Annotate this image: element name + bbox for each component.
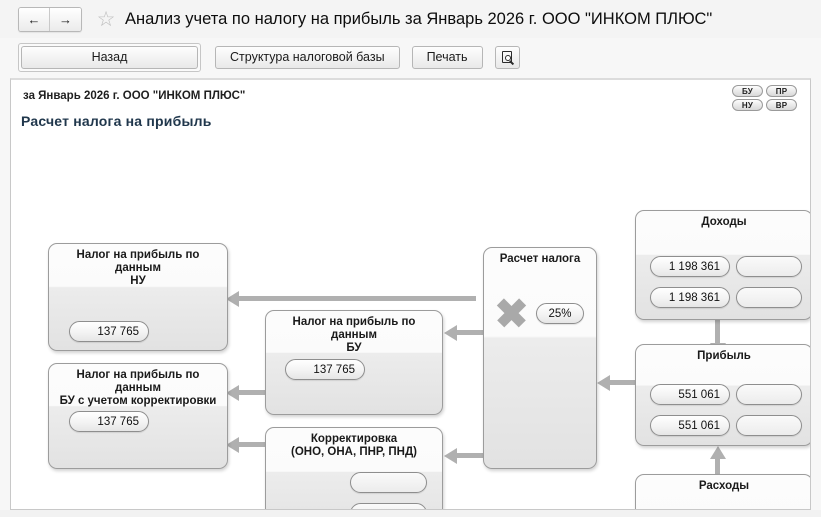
- multiply-icon: [496, 298, 526, 328]
- node-tax-nu-title-line1: Налог на прибыль по данным: [76, 249, 200, 274]
- back-button-group: Назад: [18, 42, 201, 72]
- node-tax-bu-title: Налог на прибыль по данным БУ: [266, 311, 442, 359]
- node-correction-title-line1: Корректировка: [310, 433, 398, 445]
- pill-profit-empty-2[interactable]: [736, 415, 802, 436]
- pill-income-empty-1[interactable]: [736, 256, 802, 277]
- node-tax-nu-title: Налог на прибыль по данным НУ: [49, 244, 227, 292]
- page-title: Анализ учета по налогу на прибыль за Янв…: [125, 9, 713, 28]
- node-expenses-title: Расходы: [698, 480, 750, 492]
- node-correction-title: Корректировка (ОНО, ОНА, ПНР, ПНД): [266, 428, 442, 463]
- node-profit-title: Прибыль: [697, 350, 751, 362]
- back-button[interactable]: Назад: [21, 45, 198, 69]
- pill-income-value-1[interactable]: 1 198 361: [650, 256, 730, 277]
- arrow-calc-to-tax-nu: [226, 290, 476, 307]
- favorite-star-icon[interactable]: ☆: [96, 7, 116, 31]
- report-panel: за Январь 2026 г. ООО "ИНКОМ ПЛЮС" Расче…: [10, 78, 811, 510]
- window-bottom-strip: [0, 510, 821, 517]
- report-period-label: за Январь 2026 г. ООО "ИНКОМ ПЛЮС": [23, 90, 246, 102]
- pill-income-value-2[interactable]: 1 198 361: [650, 287, 730, 308]
- node-tax-calc[interactable]: Расчет налога 25%: [483, 247, 597, 469]
- legend-badges: БУ ПР НУ ВР: [732, 85, 800, 111]
- node-correction[interactable]: Корректировка (ОНО, ОНА, ПНР, ПНД): [265, 427, 443, 509]
- node-tax-bu-corrected-title-line1: Налог на прибыль по данным: [76, 369, 200, 394]
- pill-tax-bu-value[interactable]: 137 765: [285, 359, 365, 380]
- navigation-buttons: ← →: [18, 6, 82, 32]
- node-tax-bu-title-line1: Налог на прибыль по данным: [292, 316, 416, 341]
- node-tax-calc-title: Расчет налога: [499, 253, 581, 265]
- pill-tax-rate[interactable]: 25%: [536, 303, 584, 324]
- node-tax-bu-corrected-title: Налог на прибыль по данным БУ с учетом к…: [49, 364, 227, 412]
- pill-profit-value-2[interactable]: 551 061: [650, 415, 730, 436]
- arrow-expenses-to-profit: [709, 446, 726, 484]
- badge-bu[interactable]: БУ: [732, 85, 763, 97]
- node-tax-nu[interactable]: Налог на прибыль по данным НУ 137 765: [48, 243, 228, 351]
- badge-nu[interactable]: НУ: [732, 99, 763, 111]
- pill-correction-2[interactable]: [350, 503, 427, 509]
- print-button[interactable]: Печать: [411, 45, 483, 69]
- node-expenses[interactable]: Расходы 647 300 647 300: [635, 474, 810, 509]
- node-tax-bu-corrected-title-line2: БУ с учетом корректировки: [59, 395, 217, 407]
- pill-profit-empty-1[interactable]: [736, 384, 802, 405]
- toolbar: Назад Структура налоговой базы Печать: [0, 40, 821, 74]
- node-tax-bu-title-line2: БУ: [346, 342, 362, 354]
- node-income[interactable]: Доходы 1 198 361 1 198 361: [635, 210, 810, 320]
- arrow-correction-to-corrected: [226, 436, 276, 453]
- badge-pr[interactable]: ПР: [766, 85, 797, 97]
- arrow-calc-to-tax-bu: [444, 324, 484, 341]
- print-preview-button[interactable]: [494, 45, 520, 69]
- pill-tax-nu-value[interactable]: 137 765: [69, 321, 149, 342]
- magnifier-document-icon: [501, 50, 514, 65]
- arrow-calc-to-correction: [444, 447, 484, 464]
- node-profit[interactable]: Прибыль 551 061 551 061: [635, 344, 810, 446]
- node-income-title: Доходы: [701, 216, 747, 228]
- diagram-canvas: Налог на прибыль по данным НУ 137 765 На…: [11, 80, 810, 509]
- badge-vr[interactable]: ВР: [766, 99, 797, 111]
- node-correction-title-line2: (ОНО, ОНА, ПНР, ПНД): [291, 446, 417, 458]
- pill-tax-bu-corrected-value[interactable]: 137 765: [69, 411, 149, 432]
- title-bar: ← → ☆ Анализ учета по налогу на прибыль …: [0, 0, 821, 38]
- back-arrow-button[interactable]: ←: [19, 7, 50, 31]
- pill-income-empty-2[interactable]: [736, 287, 802, 308]
- report-heading: Расчет налога на прибыль: [21, 113, 212, 129]
- node-tax-nu-title-line2: НУ: [130, 275, 146, 287]
- forward-arrow-button[interactable]: →: [50, 7, 81, 31]
- tax-base-structure-button[interactable]: Структура налоговой базы: [215, 45, 400, 69]
- node-tax-bu-corrected[interactable]: Налог на прибыль по данным БУ с учетом к…: [48, 363, 228, 469]
- node-tax-bu[interactable]: Налог на прибыль по данным БУ 137 765: [265, 310, 443, 415]
- arrow-profit-to-calc: [597, 374, 635, 391]
- pill-profit-value-1[interactable]: 551 061: [650, 384, 730, 405]
- pill-correction-1[interactable]: [350, 472, 427, 493]
- arrow-tax-bu-to-corrected: [226, 384, 276, 401]
